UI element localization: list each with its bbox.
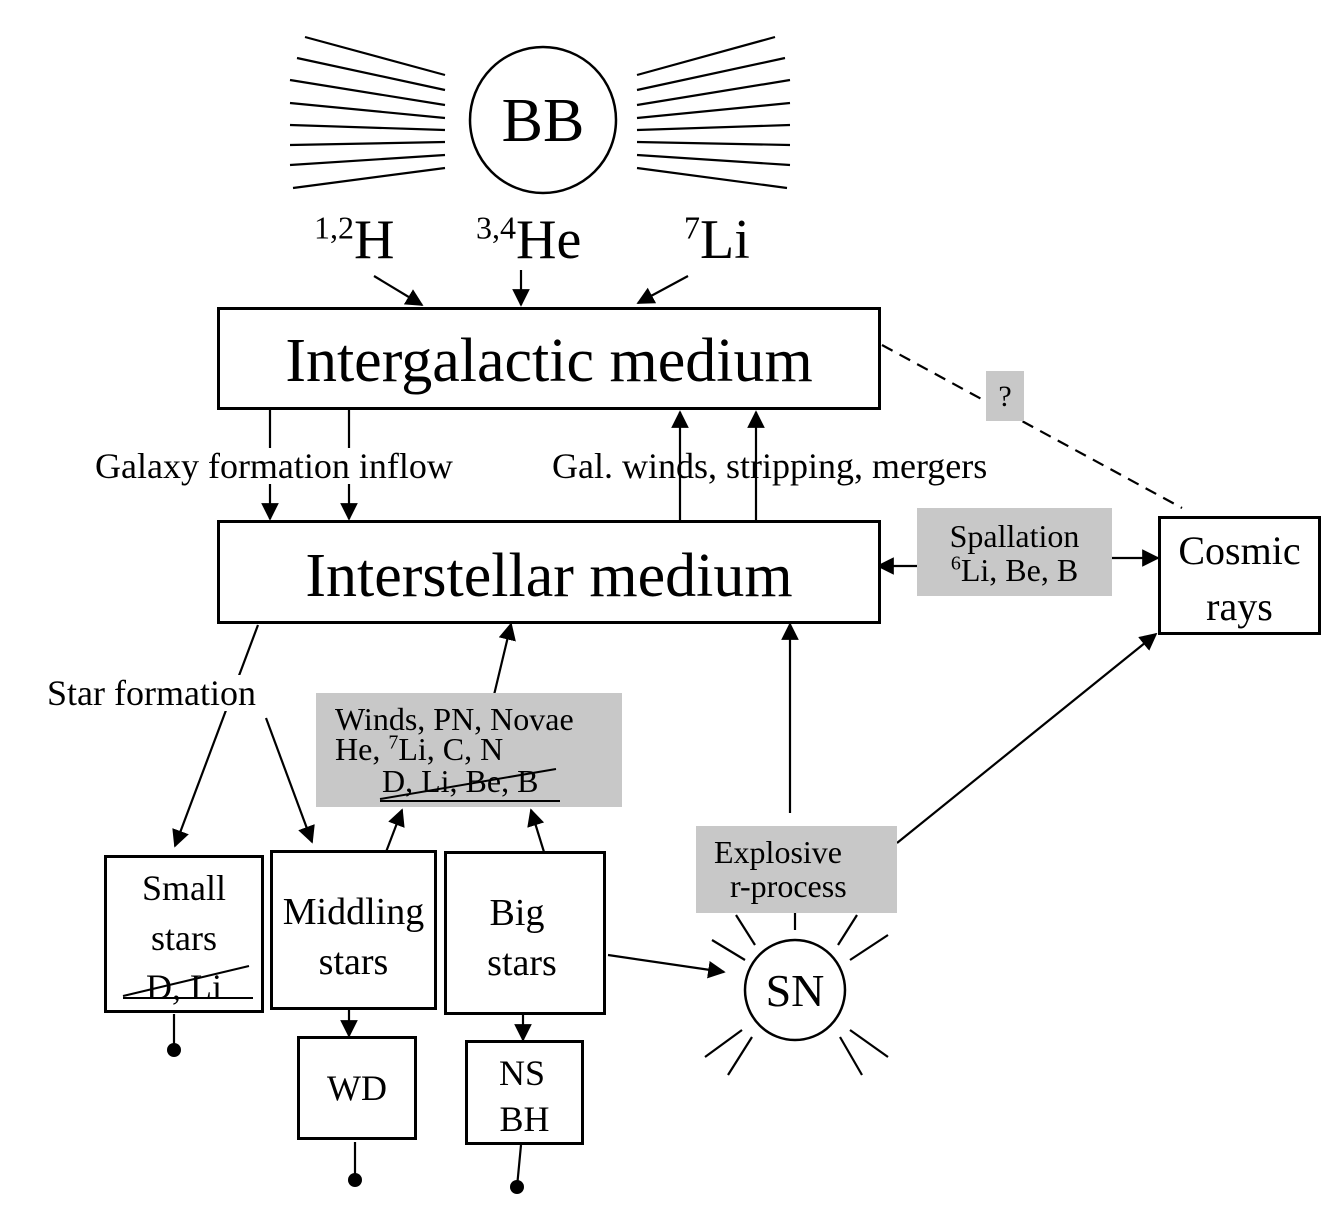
small-stars-strikethrough — [122, 965, 253, 999]
spallation-title: Spallation — [949, 518, 1080, 554]
explosive-box: Explosive r-process — [696, 826, 897, 913]
winds-destroyed-text: D, Li, Be, B — [382, 763, 539, 799]
spallation-products-text: Li, Be, B — [960, 552, 1079, 588]
white-dwarf-label: WD — [327, 1068, 387, 1108]
helium-symbol: He — [516, 209, 582, 271]
winds-box: Winds, PN, Novae He, 7Li, C, N D, Li, Be… — [316, 693, 622, 807]
intergalactic-medium-box: Intergalactic medium — [217, 307, 881, 410]
winds-li-mass: 7 — [388, 731, 399, 754]
middling-stars-box: Middling stars — [270, 850, 437, 1010]
small-stars-line2: stars — [151, 918, 217, 958]
winds-strikethrough — [379, 768, 560, 802]
bh-label: BH — [499, 1099, 550, 1139]
question-label: ? — [998, 380, 1012, 413]
spallation-box: Spallation 6Li, Be, B — [917, 508, 1112, 596]
winds-line2-a: He, — [335, 731, 389, 767]
hydrogen-label: 1,2H — [314, 209, 395, 271]
lithium-mass-number: 7 — [684, 209, 700, 246]
neutron-star-black-hole-box: NS BH — [465, 1040, 584, 1145]
winds-line1: Winds, PN, Novae — [335, 701, 574, 737]
interstellar-medium-box: Interstellar medium — [217, 520, 881, 624]
hydrogen-mass-numbers: 1,2 — [314, 209, 354, 246]
galaxy-formation-inflow-label: Galaxy formation inflow — [95, 446, 453, 486]
spallation-products: 6Li, Be, B — [917, 552, 1112, 588]
lithium-symbol: Li — [700, 209, 750, 271]
winds-line2-b: Li, C, N — [398, 731, 504, 767]
cosmic-rays-line2: rays — [1206, 584, 1273, 629]
cosmic-rays-line1: Cosmic — [1178, 528, 1301, 573]
cosmic-rays-box: Cosmic rays — [1158, 516, 1321, 635]
lithium-label: 7Li — [684, 209, 750, 271]
middling-stars-line1: Middling — [282, 891, 425, 933]
small-stars-box: Small stars D, Li — [104, 855, 264, 1013]
middling-stars-line2: stars — [318, 941, 389, 983]
bb-rays-right — [636, 35, 791, 190]
helium-label: 3,4He — [476, 209, 582, 271]
galactic-winds-label: Gal. winds, stripping, mergers — [552, 446, 988, 486]
interstellar-medium-label: Interstellar medium — [305, 542, 793, 610]
sn-label: SN — [765, 965, 825, 1016]
wd-end-dot — [348, 1173, 362, 1187]
supernova-circle — [743, 938, 847, 1042]
small-stars-line1: Small — [141, 868, 226, 908]
big-stars-box: Big stars — [444, 851, 606, 1015]
big-stars-line2: stars — [487, 942, 557, 984]
hydrogen-symbol: H — [354, 209, 395, 271]
explosive-line2: r-process — [730, 868, 847, 904]
intergalactic-medium-label: Intergalactic medium — [285, 327, 813, 395]
nsbh-end-dot — [510, 1180, 524, 1194]
small-stars-end-dot — [167, 1043, 181, 1057]
bb-label: BB — [501, 87, 585, 155]
big-bang-circle — [468, 45, 618, 195]
explosive-line1: Explosive — [714, 834, 842, 870]
winds-line2: He, 7Li, C, N — [335, 731, 504, 767]
spallation-li-mass: 6 — [950, 552, 961, 575]
bb-rays-left — [289, 35, 446, 190]
star-formation-label: Star formation — [47, 673, 256, 713]
big-stars-line1: Big — [489, 892, 545, 934]
winds-destroyed-line: D, Li, Be, B — [382, 765, 538, 797]
white-dwarf-box: WD — [297, 1036, 417, 1140]
question-box: ? — [986, 371, 1024, 421]
helium-mass-numbers: 3,4 — [476, 209, 516, 246]
ns-label: NS — [498, 1053, 546, 1093]
